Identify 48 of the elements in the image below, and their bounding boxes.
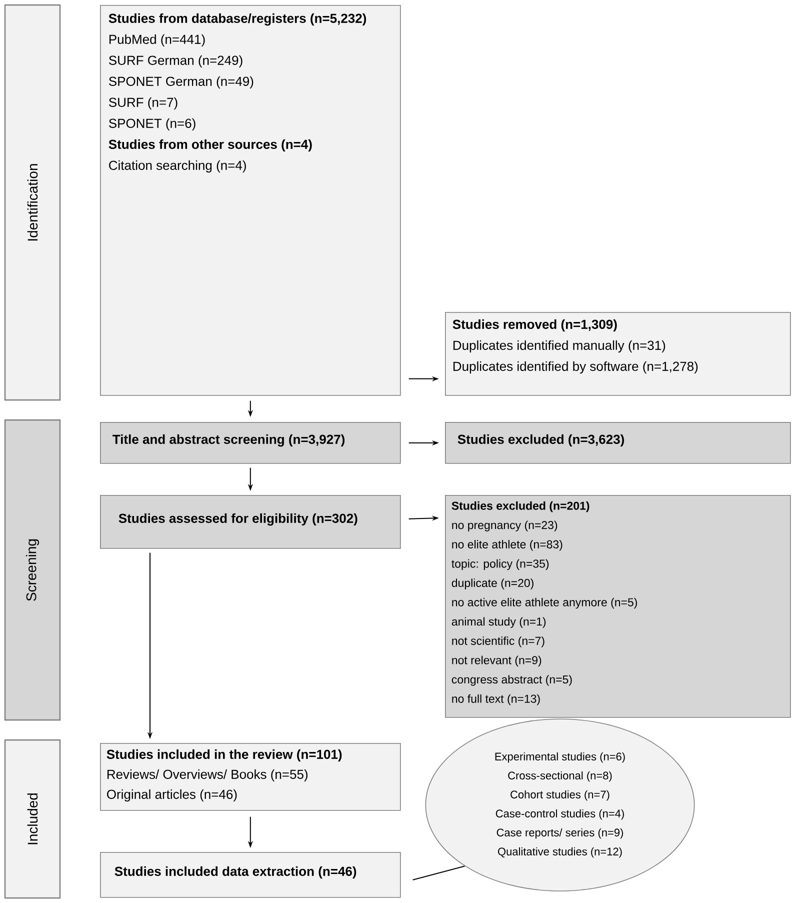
- process-box: [445, 422, 791, 464]
- box-heading: Title and abstract screening (n=3,927): [112, 434, 344, 447]
- process-box: [100, 743, 401, 811]
- list-item: Case reports/ series (n=9): [496, 828, 624, 839]
- list-item: Reviews/ Overviews/ Books (n=55): [107, 769, 308, 782]
- list-item: Qualitative studies (n=12): [498, 847, 622, 858]
- box-heading: Studies excluded (n=3,623): [458, 434, 624, 447]
- process-box: [445, 495, 791, 718]
- list-item: animal study (n=1): [452, 617, 546, 628]
- box-heading: Studies assessed for eligibility (n=302): [118, 513, 358, 526]
- process-box: [445, 312, 791, 396]
- box-heading: Studies removed (n=1,309): [452, 319, 617, 332]
- box-heading: Studies included data extraction (n=46): [114, 866, 356, 878]
- list-item: SPONET (n=6): [109, 118, 196, 131]
- list-item: PubMed (n=441): [109, 34, 205, 47]
- list-item: SPONET German (n=49): [109, 76, 254, 89]
- stage-band: Included: [4, 739, 61, 899]
- list-item: Case-control studies (n=4): [496, 809, 624, 820]
- process-box: [100, 852, 401, 898]
- box-heading: Studies from other sources (n=4): [108, 139, 312, 152]
- list-item: Duplicates identified manually (n=31): [453, 340, 666, 353]
- list-item: congress abstract (n=5): [452, 675, 572, 686]
- list-item: Duplicates identified by software (n=1,278): [453, 361, 698, 374]
- list-item: not scientific (n=7): [452, 636, 544, 648]
- stage-band: Screening: [4, 419, 61, 721]
- list-item: Original articles (n=46): [107, 789, 237, 802]
- box-heading: Studies excluded (n=201): [452, 501, 590, 512]
- box-heading: Studies from database/registers (n=5,232): [108, 13, 366, 26]
- list-item: Citation searching (n=4): [109, 160, 246, 173]
- list-item: no active elite athlete anymore (n=5): [452, 598, 637, 609]
- ellipse: [425, 718, 695, 892]
- list-item: no full text (n=13): [452, 694, 540, 706]
- list-item: duplicate (n=20): [452, 578, 534, 590]
- stage-band: Identification: [4, 4, 61, 401]
- process-box: [100, 5, 401, 396]
- list-item: SURF German (n=249): [109, 55, 242, 68]
- list-item: topic: policy (n=35): [452, 559, 549, 570]
- list-item: SURF (n=7): [109, 97, 178, 110]
- list-item: Cohort studies (n=7): [510, 790, 610, 801]
- list-item: no pregnancy (n=23): [452, 520, 558, 532]
- connector-line: [412, 866, 466, 880]
- process-box: [100, 422, 401, 464]
- list-item: Experimental studies (n=6): [495, 752, 625, 763]
- list-item: not relevant (n=9): [452, 656, 542, 666]
- list-item: Cross-sectional (n=8): [508, 771, 612, 782]
- box-heading: Studies included in the review (n=101): [106, 749, 342, 762]
- list-item: no elite athlete (n=83): [452, 540, 562, 551]
- process-box: [100, 495, 401, 549]
